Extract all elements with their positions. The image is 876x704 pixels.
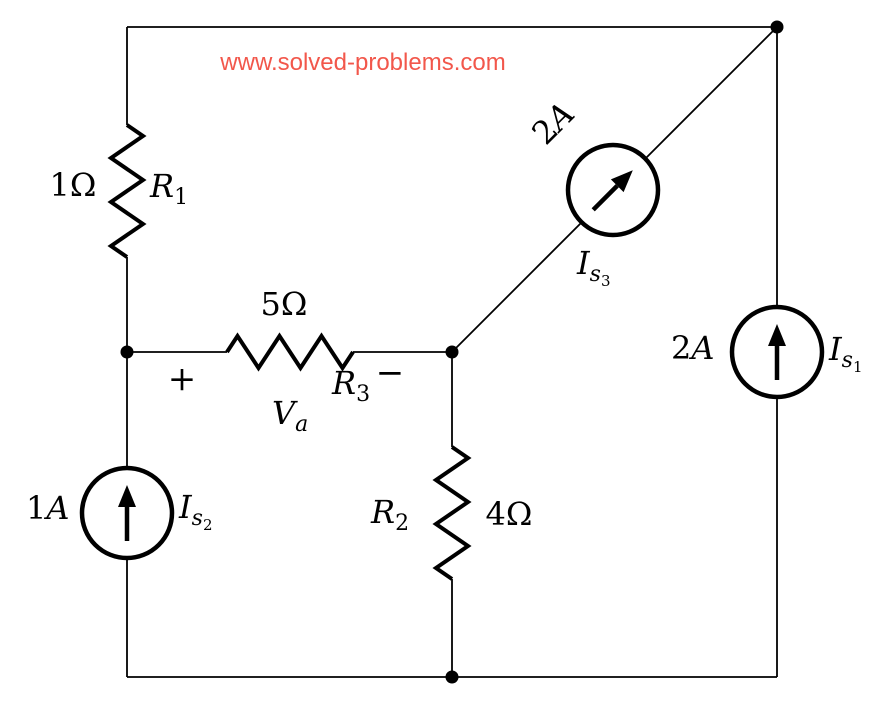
- is2-ref-label: Is2: [178, 488, 212, 534]
- is1-ref-label: Is1: [828, 330, 862, 376]
- is2-arrow-up-icon: [118, 485, 136, 541]
- node-middle-center: [445, 345, 459, 359]
- r3-value-label: 5Ω: [261, 285, 308, 323]
- r1-ref-label: R1: [149, 167, 188, 210]
- va-minus-sign: −: [376, 353, 405, 393]
- is3-arrow-diagonal-icon: [591, 170, 633, 212]
- node-bottom-center: [445, 670, 459, 684]
- current-source-is1: [729, 304, 825, 400]
- r2-ref-label: R2: [370, 493, 409, 536]
- node-top-right: [770, 20, 784, 34]
- r1-value-label: 1Ω: [50, 166, 97, 204]
- is1-arrow-up-icon: [768, 324, 786, 380]
- resistors: [107, 123, 472, 581]
- resistor-r1: [107, 123, 147, 259]
- va-plus-sign: +: [168, 359, 197, 399]
- is3-value-label: 2A: [524, 94, 582, 152]
- watermark: www.solved-problems.com: [219, 49, 505, 76]
- is2-value-label: 1A: [26, 489, 69, 527]
- r2-value-label: 4Ω: [486, 495, 533, 533]
- node-middle-left: [120, 345, 134, 359]
- current-source-is2: [79, 465, 175, 561]
- resistor-r3: [225, 332, 355, 372]
- r3-ref-label: R3: [331, 364, 370, 407]
- va-label: Va: [272, 394, 308, 437]
- is3-ref-label: Is3: [576, 244, 610, 290]
- resistor-r2: [432, 445, 472, 581]
- current-source-is3: [565, 142, 661, 238]
- is1-value-label: 2A: [671, 329, 714, 367]
- junction-nodes: [120, 20, 784, 684]
